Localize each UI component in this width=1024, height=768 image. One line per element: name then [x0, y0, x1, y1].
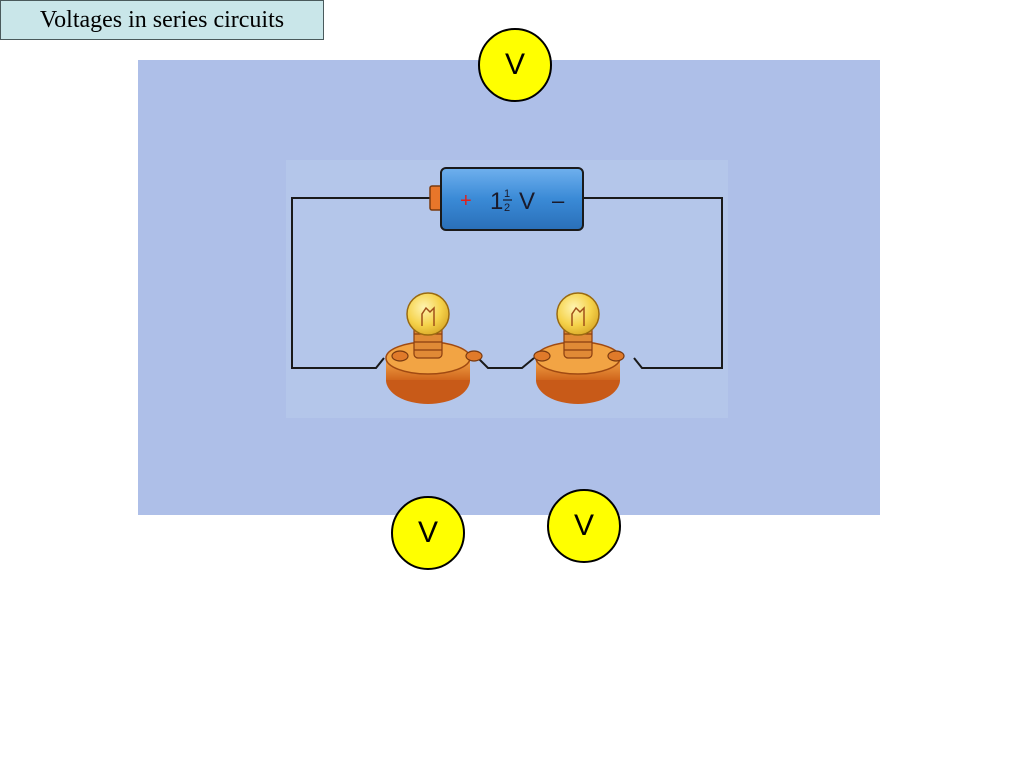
- battery-body: [440, 167, 584, 231]
- battery-plus: +: [460, 190, 472, 212]
- bulb-right-glass: [556, 292, 600, 336]
- battery: + 1 1 2 V –: [429, 167, 584, 231]
- bulb-left-glass: [406, 292, 450, 336]
- wires: [291, 197, 723, 369]
- circuit-panel: + 1 1 2 V –: [138, 60, 880, 515]
- bulb-left-filament: [421, 306, 435, 326]
- bulb-right-terminal-left: [533, 350, 551, 362]
- wire-middle: [477, 357, 535, 369]
- series-circuit-diagram: + 1 1 2 V –: [286, 160, 728, 418]
- battery-value-denominator: 2: [504, 202, 510, 214]
- battery-value-whole: 1: [490, 188, 503, 215]
- bulb-left-terminal-right: [465, 350, 483, 362]
- battery-minus: –: [552, 188, 565, 213]
- wire-right: [583, 197, 723, 369]
- bulb-right-filament: [571, 306, 585, 326]
- voltmeter-bottom-right[interactable]: V: [547, 489, 621, 563]
- voltmeter-top[interactable]: V: [478, 28, 552, 102]
- wire-left: [291, 197, 431, 369]
- bulb-left: [385, 292, 483, 404]
- voltmeter-bottom-left[interactable]: V: [391, 496, 465, 570]
- battery-unit: V: [519, 188, 535, 215]
- bulb-right-terminal-right: [607, 350, 625, 362]
- bulb-left-terminal-left: [391, 350, 409, 362]
- slide-title: Voltages in series circuits: [0, 0, 324, 40]
- bulb-right: [533, 292, 625, 404]
- battery-value-numerator: 1: [504, 188, 510, 200]
